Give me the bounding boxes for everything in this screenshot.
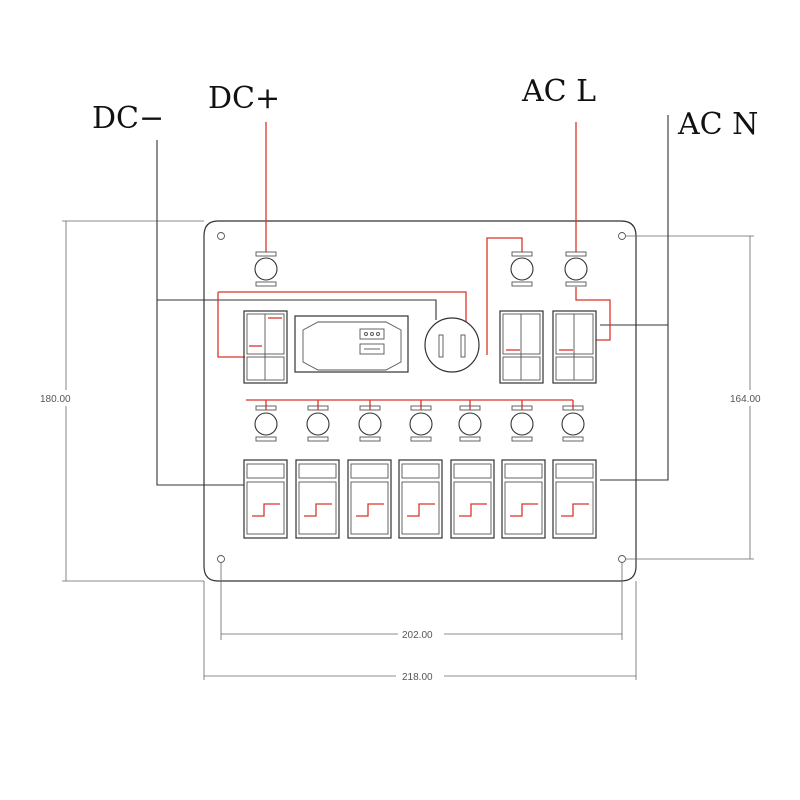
fuse-holders [254,251,588,442]
rocker-switch-row [243,459,597,539]
fuse-holder-2 [306,405,330,442]
usb-voltmeter-module [294,315,409,373]
dimension-height-outer: 180.00 [40,394,71,405]
rocker-switch-2 [295,459,340,539]
rocker-switch-6 [501,459,546,539]
rocker-switch-7 [552,459,597,539]
fuse-holder-1 [254,405,278,442]
fuse-holder-ac-1 [510,251,534,287]
label-ac-n: AC N [677,107,758,142]
mounting-holes [217,232,626,563]
panel-outline [203,220,637,582]
dimension-height-holes: 164.00 [730,394,761,405]
fuse-holder-dc-main [254,251,278,287]
mounting-hole [618,232,626,240]
dimension-width-outer: 218.00 [402,672,433,683]
rocker-switch-1 [243,459,288,539]
label-ac-l: AC L [521,74,596,109]
dc-main-switch [243,310,288,384]
fuse-holder-6 [510,405,534,442]
fuse-holder-7 [561,405,585,442]
mounting-hole [618,555,626,563]
rocker-switch-4 [398,459,443,539]
ac-socket [424,317,480,373]
rocker-switch-5 [450,459,495,539]
mounting-hole [217,232,225,240]
fuse-holder-5 [458,405,482,442]
red-wiring [217,122,611,410]
black-wiring [156,115,669,486]
fuse-holder-ac-2 [564,251,588,287]
ac-switch-2 [552,310,597,384]
fuse-holder-4 [409,405,433,442]
dimension-lines [62,220,754,680]
rocker-switch-3 [347,459,392,539]
fuse-holder-3 [358,405,382,442]
mounting-hole [217,555,225,563]
label-dc-minus: DC− [92,101,164,136]
ac-switch-1 [499,310,544,384]
label-dc-plus: DC+ [208,81,280,116]
dimension-width-holes: 202.00 [402,630,433,641]
